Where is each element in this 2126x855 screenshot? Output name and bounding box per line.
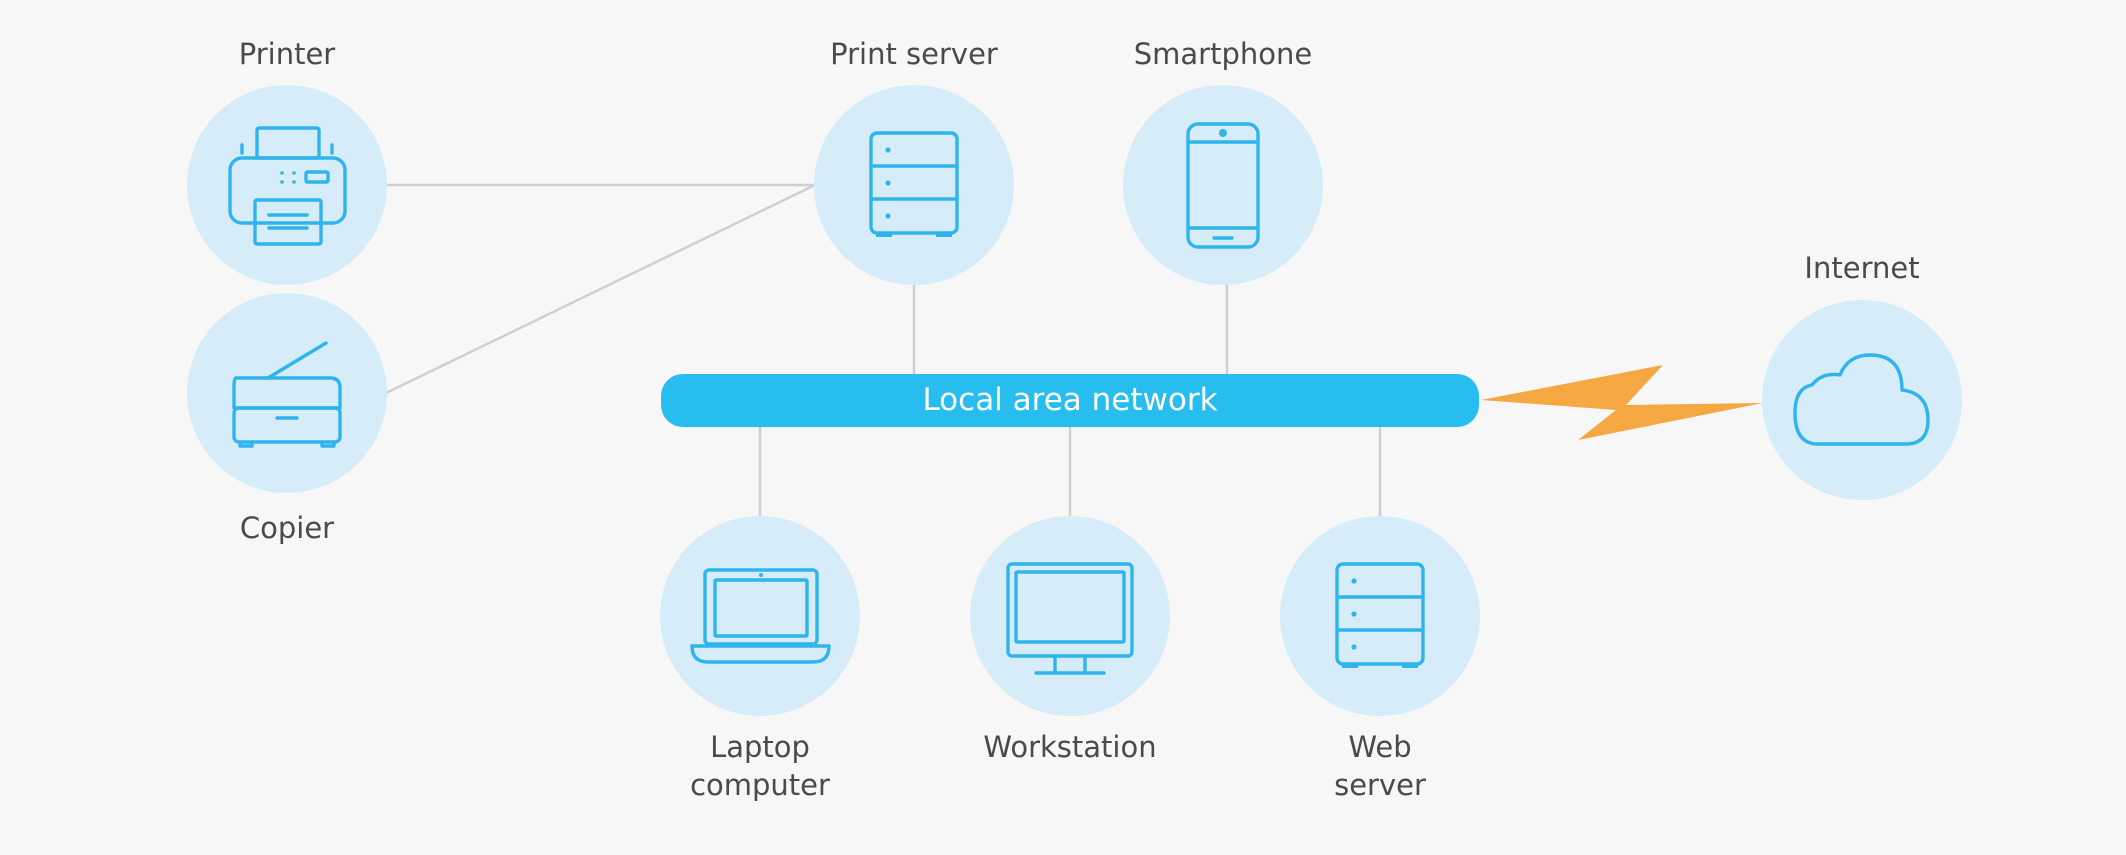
laptop-circle xyxy=(660,516,860,716)
web-server-circle xyxy=(1280,516,1480,716)
internet-label: Internet xyxy=(1804,251,1919,285)
server-icon xyxy=(869,131,959,237)
laptop-icon xyxy=(690,568,831,664)
printer-circle xyxy=(187,85,387,285)
copier-circle xyxy=(187,293,387,493)
print-server-circle xyxy=(814,85,1014,285)
laptop-label-line1: Laptop xyxy=(710,730,810,764)
connectors xyxy=(385,183,1382,517)
node-laptop: Laptop computer xyxy=(660,516,860,802)
smartphone-icon xyxy=(1186,122,1260,249)
server-icon xyxy=(1335,562,1425,668)
node-printer: Printer xyxy=(187,37,387,285)
laptop-label-line2: computer xyxy=(690,768,830,802)
printer-label: Printer xyxy=(239,37,336,71)
smartphone-label: Smartphone xyxy=(1134,37,1312,71)
print-server-label: Print server xyxy=(830,37,998,71)
copier-label: Copier xyxy=(240,511,334,545)
smartphone-circle xyxy=(1123,85,1323,285)
cloud-icon xyxy=(1793,353,1930,446)
node-internet: Internet xyxy=(1762,251,1962,500)
internet-circle xyxy=(1762,300,1962,500)
wireless-link-bolt xyxy=(1481,365,1763,440)
node-smartphone: Smartphone xyxy=(1123,37,1323,285)
node-print-server: Print server xyxy=(814,37,1014,285)
workstation-label: Workstation xyxy=(983,730,1156,764)
lan-bar-shape xyxy=(661,374,1479,427)
monitor-icon xyxy=(1006,562,1134,675)
lan-label: Local area network xyxy=(922,382,1217,418)
node-web-server: Web server xyxy=(1280,516,1480,802)
node-workstation: Workstation xyxy=(970,516,1170,764)
printer-icon xyxy=(228,126,347,246)
workstation-circle xyxy=(970,516,1170,716)
node-copier: Copier xyxy=(187,293,387,545)
web-server-label-line2: server xyxy=(1334,768,1426,802)
lan-bar: Local area network xyxy=(661,374,1479,427)
copier-icon xyxy=(232,341,342,448)
connector-copier-printserver xyxy=(385,183,816,395)
web-server-label-line1: Web xyxy=(1348,730,1411,764)
